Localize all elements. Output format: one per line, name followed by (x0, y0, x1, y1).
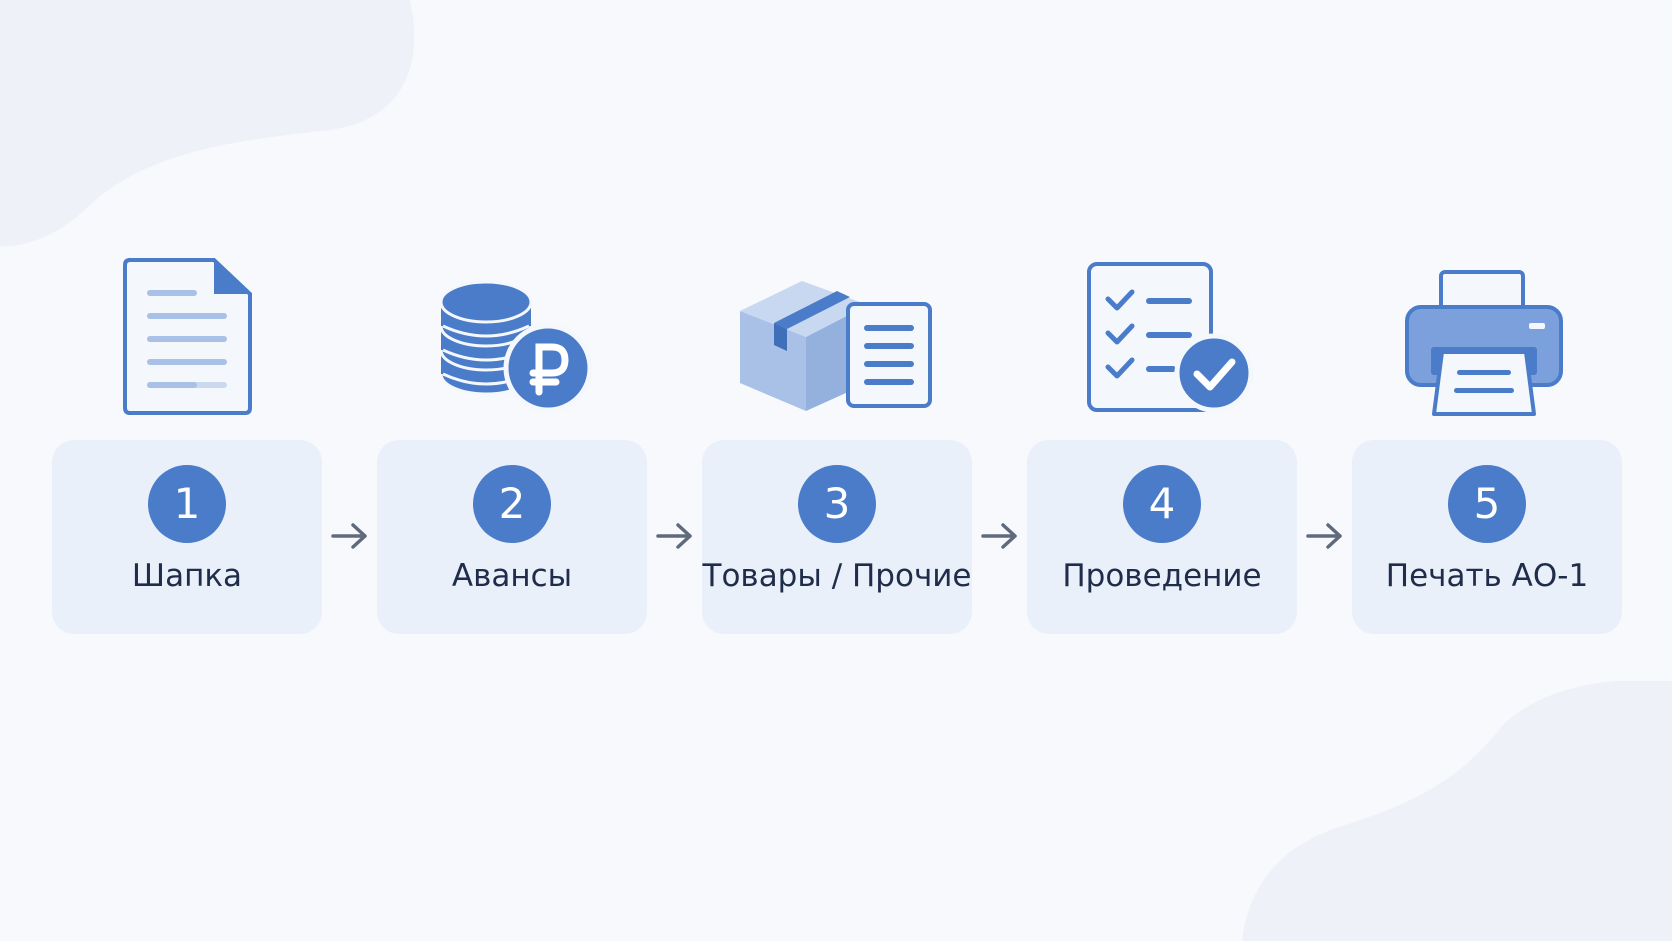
arrow-right-icon (656, 523, 692, 549)
arrow-right-icon (331, 523, 367, 549)
step-label: Проведение (1062, 558, 1262, 594)
background-shape-bottom-right (1242, 681, 1672, 941)
step-number-badge: 4 (1123, 465, 1201, 543)
step-label: Шапка (131, 558, 243, 594)
step-card-1: 1 Шапка (52, 440, 322, 634)
step-card-5: 5 Печать АО-1 (1352, 440, 1622, 634)
step-label: Товары / Прочие (702, 558, 972, 594)
step-card-4: 4 Проведение (1027, 440, 1297, 634)
arrow-right-icon (981, 523, 1017, 549)
background-shape-top-left (0, 0, 415, 247)
printer-icon (1405, 270, 1563, 416)
step-label: Печать АО-1 (1385, 558, 1589, 594)
step-number-badge: 3 (798, 465, 876, 543)
step-number-badge: 5 (1448, 465, 1526, 543)
step-card-3: 3 Товары / Прочие (702, 440, 972, 634)
step-number-badge: 1 (148, 465, 226, 543)
coins-ruble-icon (440, 280, 592, 413)
step-card-2: 2 Авансы (377, 440, 647, 634)
document-icon (123, 258, 252, 415)
checklist-approved-icon (1087, 262, 1254, 413)
arrow-right-icon (1306, 523, 1342, 549)
step-label: Авансы (451, 558, 573, 594)
box-document-icon (740, 281, 932, 411)
step-number-badge: 2 (473, 465, 551, 543)
